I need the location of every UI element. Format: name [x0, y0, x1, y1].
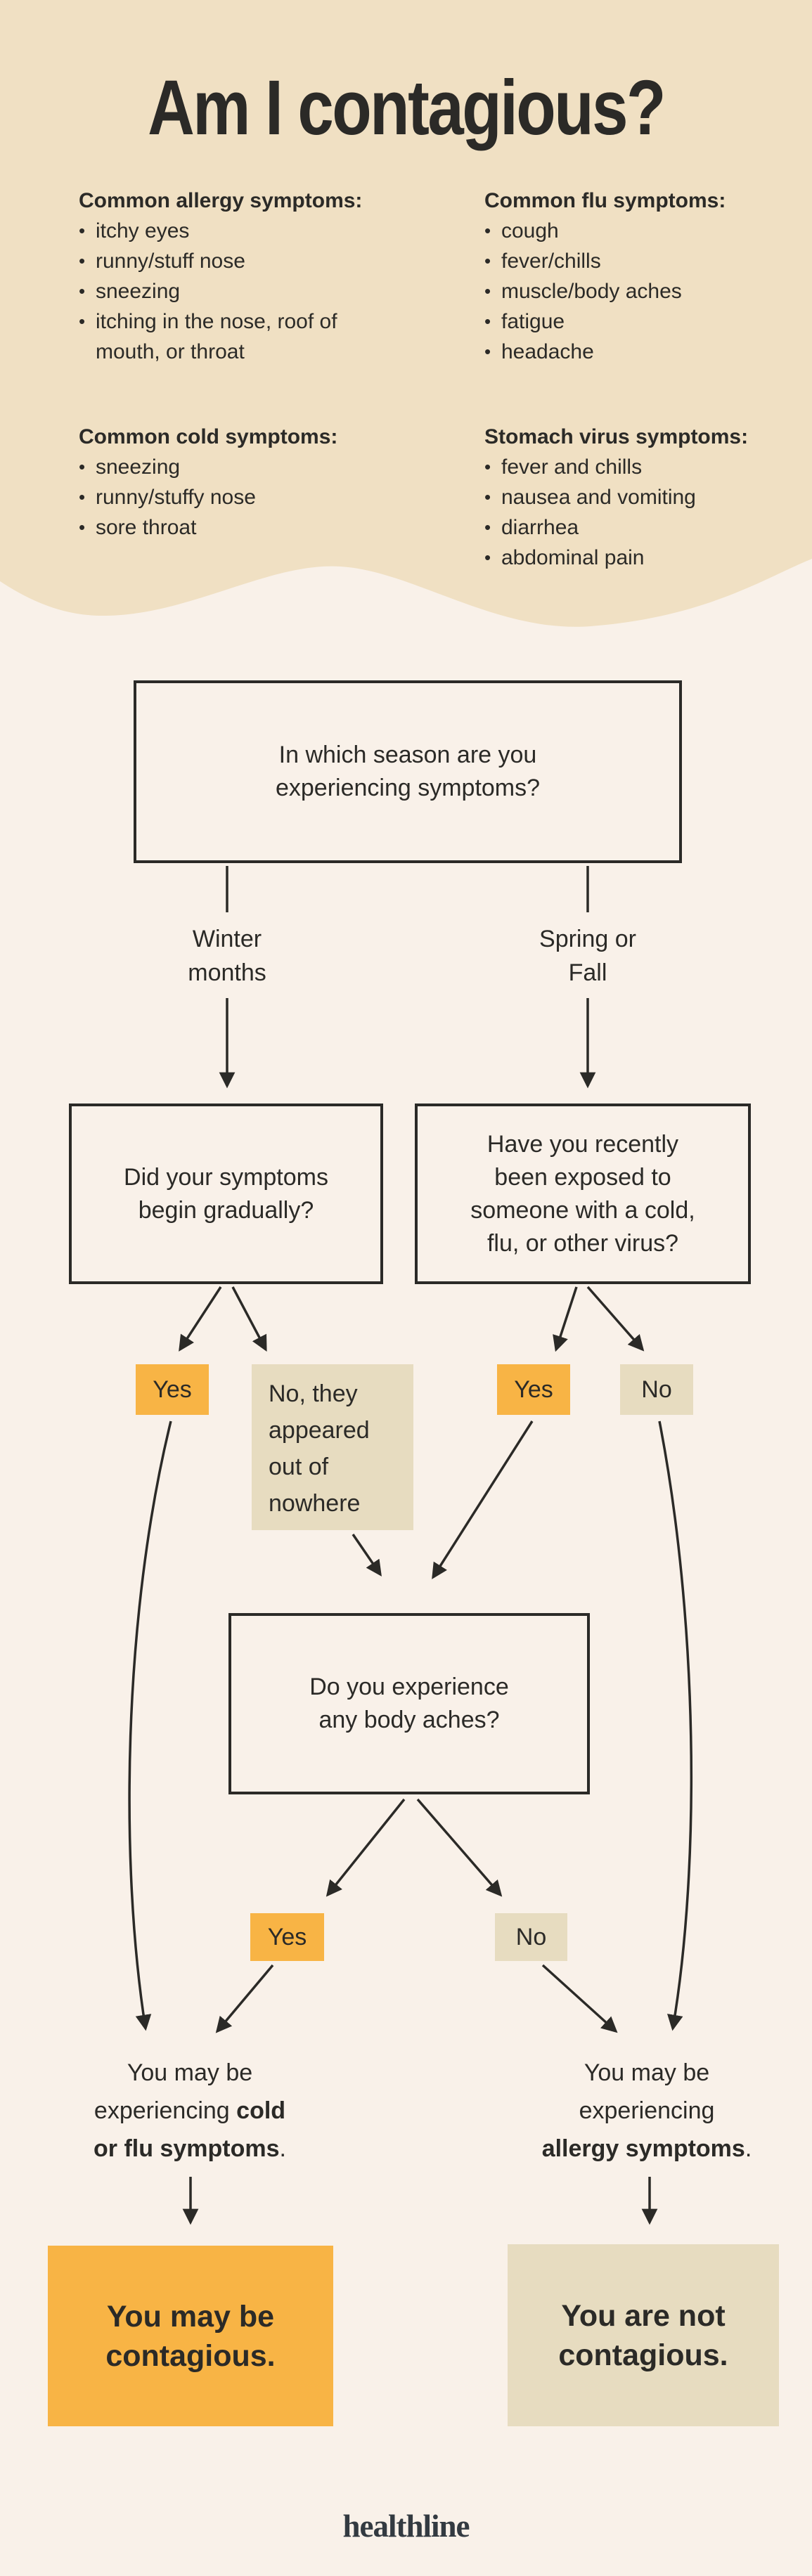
symptom-item-label: abdominal pain: [501, 546, 645, 569]
question-box-gradual: Did your symptoms begin gradually?: [69, 1103, 383, 1284]
symptom-item-label: cough: [501, 219, 559, 242]
result-line: experiencing: [579, 2097, 715, 2124]
final-box-contagious: You may be contagious.: [48, 2246, 333, 2426]
bullet-icon: •: [79, 220, 86, 241]
question-box-exposed: Have you recently been exposed to someon…: [415, 1103, 751, 1284]
symptom-item-label: diarrhea: [501, 516, 579, 539]
symptom-item-label: fatigue: [501, 310, 565, 333]
bullet-icon: •: [79, 311, 86, 332]
list-heading: Common allergy symptoms:: [79, 189, 363, 212]
bullet-icon: •: [484, 250, 491, 271]
symptom-item-label: fever and chills: [501, 455, 643, 479]
symptom-item-label: sore throat: [96, 516, 197, 539]
healthline-logo: healthline: [342, 2509, 470, 2544]
symptom-item: • fever and chills: [484, 452, 787, 482]
bullet-icon: •: [484, 456, 491, 477]
symptom-item: • itching in the nose, roof of mouth, or …: [79, 306, 367, 367]
bullet-icon: •: [484, 341, 491, 362]
chip-yes-gradual: Yes: [136, 1364, 209, 1415]
chip-yes-aches: Yes: [250, 1913, 324, 1961]
symptom-item: • fatigue: [484, 306, 787, 337]
bullet-icon: •: [484, 547, 491, 568]
list-heading: Stomach virus symptoms:: [484, 425, 749, 448]
bullet-icon: •: [484, 220, 491, 241]
list-heading: Common cold symptoms:: [79, 425, 338, 448]
symptom-item: • runny/stuffy nose: [79, 482, 367, 512]
symptom-item-label: runny/stuff nose: [96, 250, 245, 273]
symptom-item-label: sneezing: [96, 455, 181, 479]
result-line: or flu symptoms.: [94, 2135, 286, 2162]
symptom-item: • sneezing: [79, 276, 367, 306]
question-box-body-aches: Do you experience any body aches?: [228, 1613, 590, 1794]
bullet-icon: •: [79, 456, 86, 477]
branch-label-spring-fall: Spring or Fall: [539, 926, 636, 986]
bullet-icon: •: [484, 311, 491, 332]
flu-symptoms-list: Common flu symptoms: • cough • fever/chills…: [484, 186, 787, 367]
symptom-item-label: runny/stuffy nose: [96, 486, 256, 509]
result-line: You may be: [584, 2059, 710, 2086]
question-box-season: In which season are you experiencing sym…: [134, 680, 682, 863]
stomach-virus-symptoms-list: Stomach virus symptoms: • fever and chill…: [484, 422, 787, 573]
branch-label-winter: Winter months: [188, 926, 266, 986]
list-items: • cough • fever/chills • muscle/body aches • fa…: [484, 216, 787, 367]
symptom-item-label: itching in the nose, roof of mouth, or t…: [96, 310, 337, 363]
list-items: • itchy eyes • runny/stuff nose • sneezing • it…: [79, 216, 367, 367]
result-allergy: You may be experiencing allergy symptoms…: [541, 2054, 752, 2168]
page-title: Am I contagious?: [148, 65, 666, 151]
symptom-item-label: itchy eyes: [96, 219, 190, 242]
symptom-item: • itchy eyes: [79, 216, 367, 246]
chip-no-exposed: No: [620, 1364, 693, 1415]
symptom-item: • headache: [484, 337, 787, 367]
symptom-item-label: headache: [501, 340, 594, 363]
bullet-icon: •: [79, 486, 86, 507]
symptom-item-label: fever/chills: [501, 250, 601, 273]
result-cold-flu: You may be experiencing cold or flu symp…: [84, 2054, 295, 2168]
symptom-item-label: sneezing: [96, 280, 181, 303]
result-line: You may be: [127, 2059, 253, 2086]
symptom-item: • runny/stuff nose: [79, 246, 367, 276]
symptom-item: • sore throat: [79, 512, 367, 543]
list-heading: Common flu symptoms:: [484, 189, 726, 212]
bullet-icon: •: [484, 280, 491, 302]
symptom-item: • sneezing: [79, 452, 367, 482]
allergy-symptoms-list: Common allergy symptoms: • itchy eyes • run…: [79, 186, 367, 367]
list-items: • sneezing • runny/stuffy nose • sore throat: [79, 452, 367, 543]
symptom-item: • nausea and vomiting: [484, 482, 787, 512]
bullet-icon: •: [484, 486, 491, 507]
symptom-item: • cough: [484, 216, 787, 246]
bullet-icon: •: [79, 517, 86, 538]
chip-no-gradual: No, they appeared out of nowhere: [252, 1364, 413, 1530]
symptom-item: • abdominal pain: [484, 543, 787, 573]
result-line: allergy symptoms.: [541, 2135, 752, 2162]
chip-yes-exposed: Yes: [497, 1364, 570, 1415]
list-items: • fever and chills • nausea and vomiting • di…: [484, 452, 787, 573]
symptom-item-label: muscle/body aches: [501, 280, 682, 303]
final-box-not-contagious: You are not contagious.: [508, 2244, 779, 2426]
bullet-icon: •: [79, 250, 86, 271]
result-line: experiencing cold: [94, 2097, 286, 2124]
symptom-item: • muscle/body aches: [484, 276, 787, 306]
bullet-icon: •: [484, 517, 491, 538]
chip-no-aches: No: [495, 1913, 567, 1961]
symptom-item-label: nausea and vomiting: [501, 486, 696, 509]
symptom-item: • diarrhea: [484, 512, 787, 543]
bullet-icon: •: [79, 280, 86, 302]
cold-symptoms-list: Common cold symptoms: • sneezing • runny/st…: [79, 422, 367, 543]
symptom-item: • fever/chills: [484, 246, 787, 276]
